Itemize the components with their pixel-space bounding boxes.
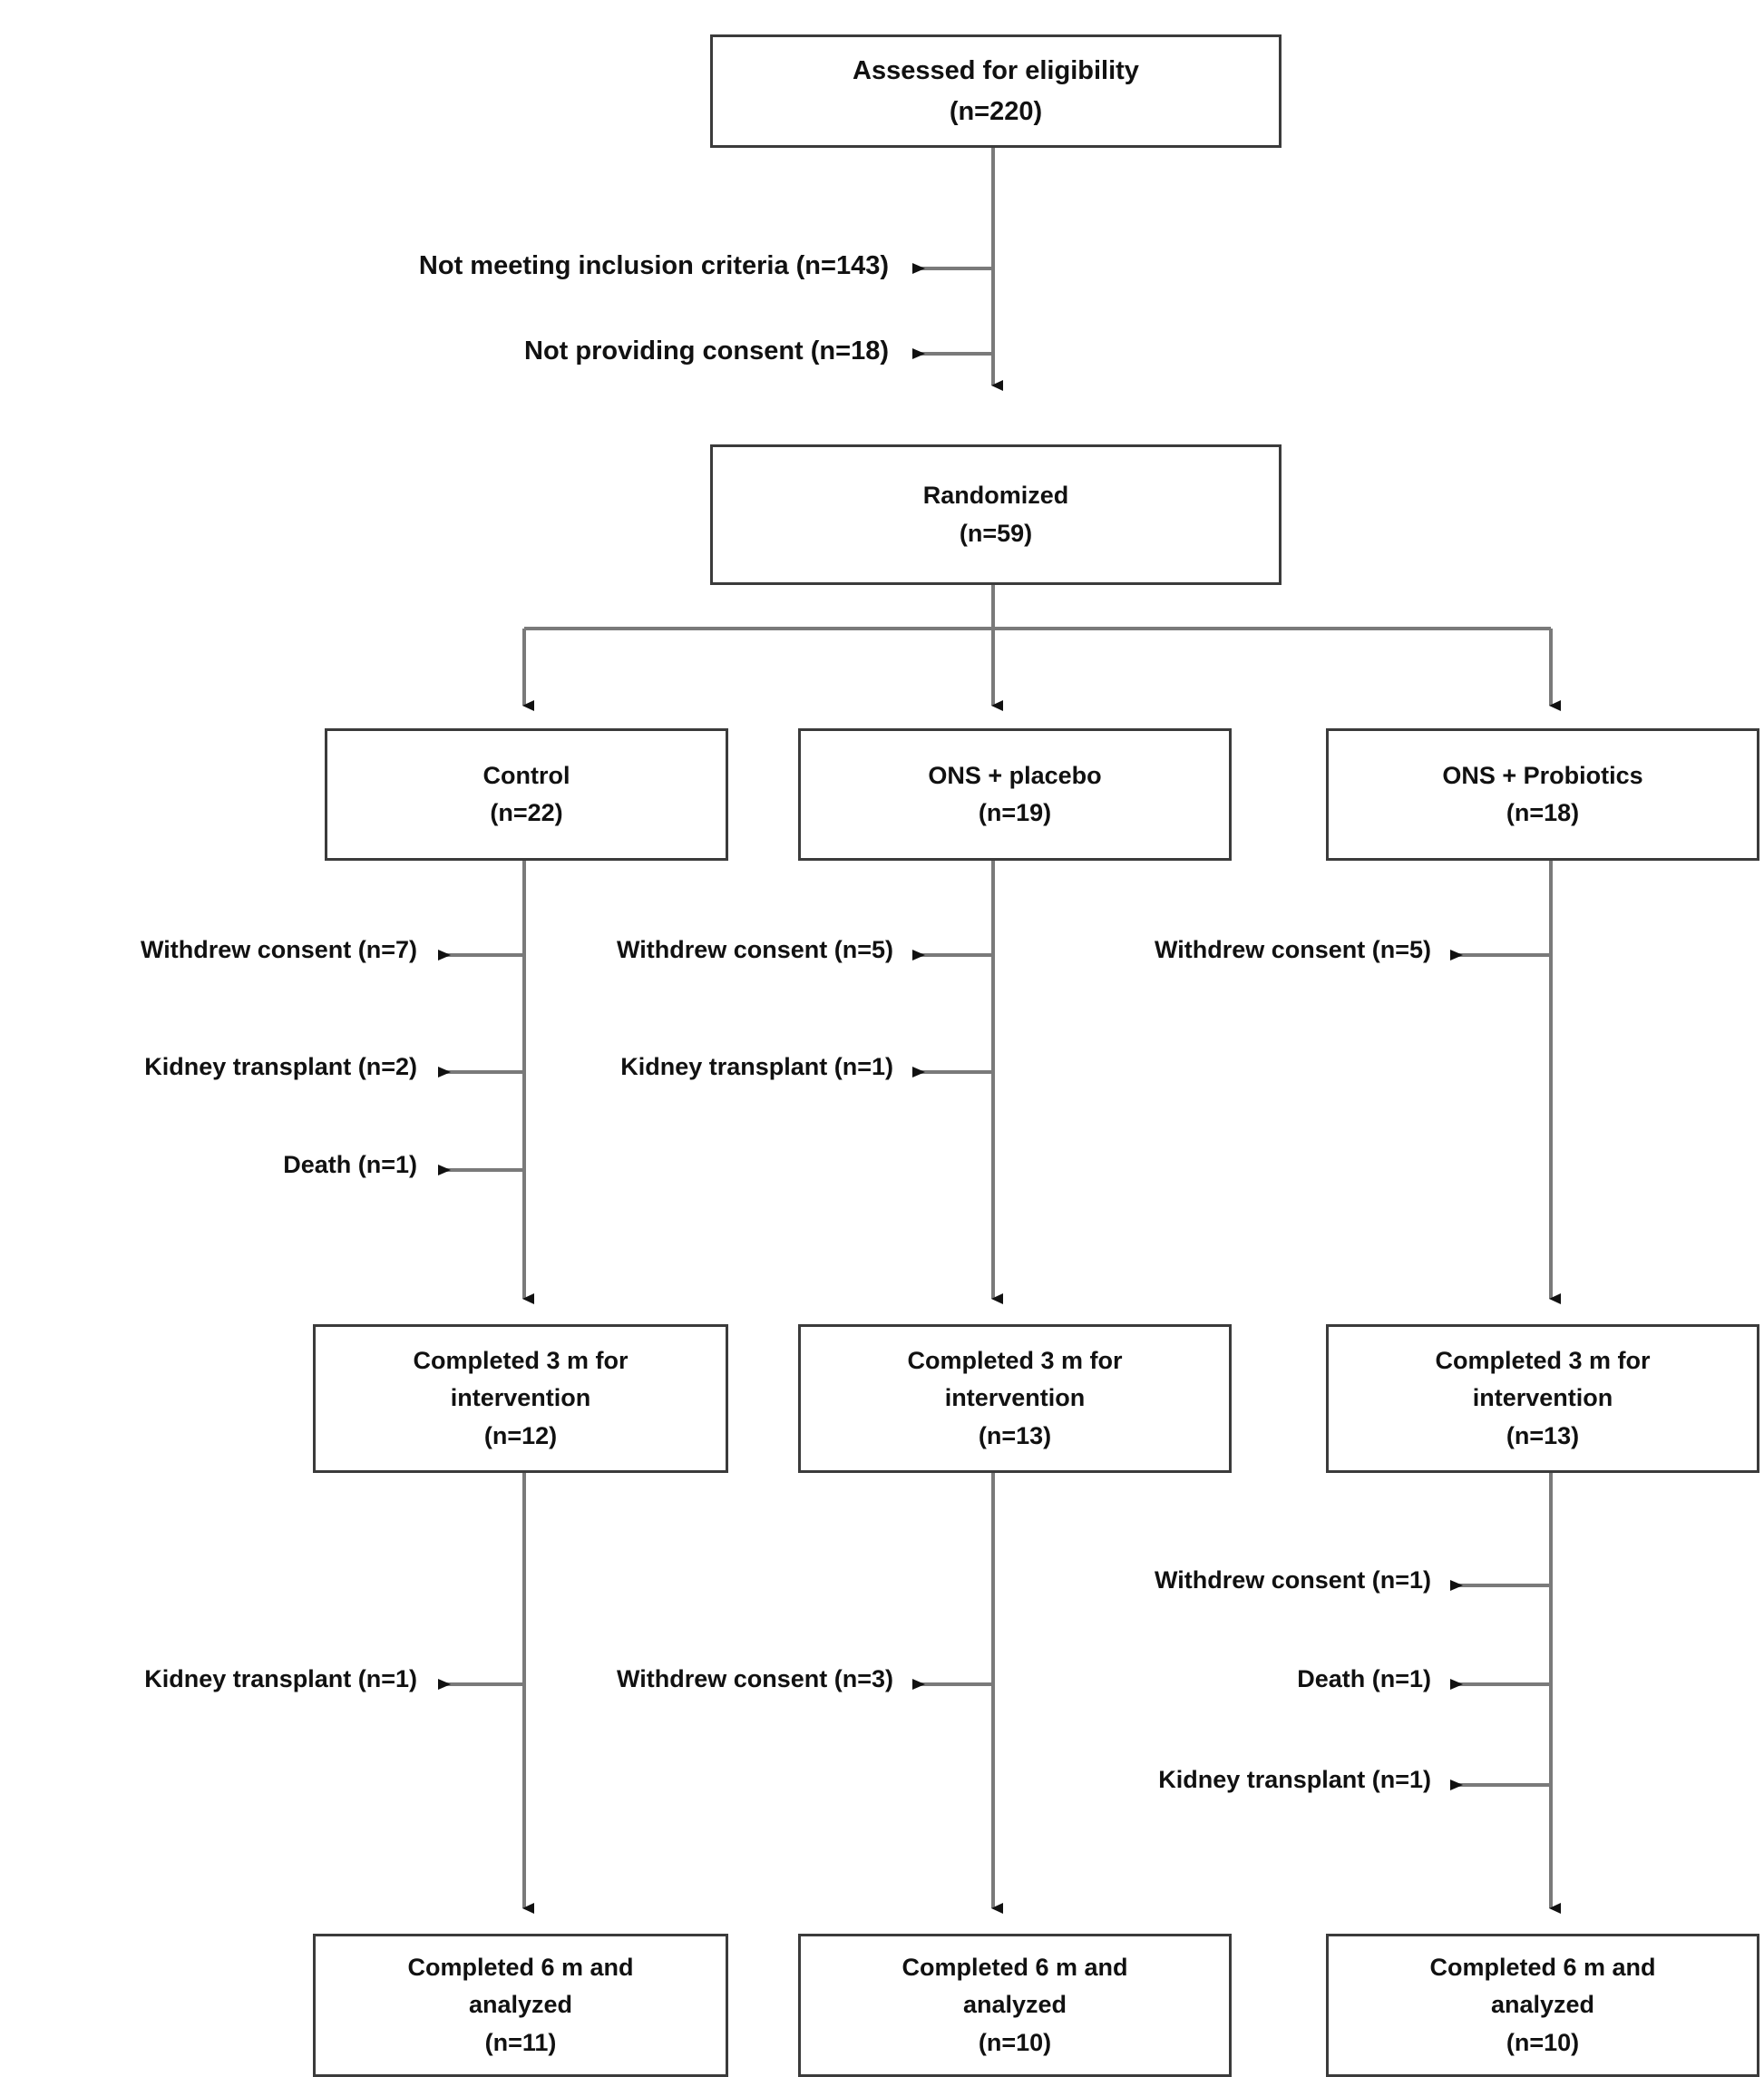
node-c6m-probiotics-line2: analyzed (1490, 1991, 1595, 2019)
node-c6m-control-line2: analyzed (468, 1991, 573, 2019)
node-assessed-line2: (n=220) (949, 96, 1043, 126)
exclusion-not-providing-consent: Not providing consent (n=18) (524, 336, 889, 366)
node-completed-3m-placebo: Completed 3 m for intervention (n=13) (798, 1324, 1232, 1473)
node-c6m-placebo-line2: analyzed (962, 1991, 1067, 2019)
node-arm-placebo-line1: ONS + placebo (928, 761, 1102, 789)
node-arm-probiotics-line1: ONS + Probiotics (1442, 761, 1643, 789)
node-assessed-for-eligibility: Assessed for eligibility (n=220) (710, 34, 1282, 148)
node-arm-ons-probiotics: ONS + Probiotics (n=18) (1326, 728, 1759, 861)
node-randomized-line1: Randomized (922, 482, 1069, 510)
dropout-6m-placebo-withdrew-consent: Withdrew consent (n=3) (616, 1665, 893, 1692)
node-c3m-probiotics-line3: (n=13) (1506, 1421, 1580, 1449)
dropout-3m-placebo-withdrew-consent: Withdrew consent (n=5) (616, 936, 893, 963)
node-arm-probiotics-line2: (n=18) (1506, 799, 1580, 826)
node-randomized: Randomized (n=59) (710, 444, 1282, 585)
dropout-6m-probiotics-kidney-transplant: Kidney transplant (n=1) (1158, 1766, 1431, 1793)
node-randomized-line2: (n=59) (959, 519, 1033, 547)
node-completed-3m-control: Completed 3 m for intervention (n=12) (313, 1324, 728, 1473)
node-c6m-probiotics-line3: (n=10) (1506, 2028, 1580, 2056)
node-completed-3m-probiotics: Completed 3 m for intervention (n=13) (1326, 1324, 1759, 1473)
node-arm-control-line1: Control (482, 761, 570, 789)
dropout-3m-probiotics-withdrew-consent: Withdrew consent (n=5) (1154, 936, 1431, 963)
node-c3m-placebo-line3: (n=13) (978, 1421, 1052, 1449)
dropout-3m-control-withdrew-consent: Withdrew consent (n=7) (140, 936, 417, 963)
node-arm-control: Control (n=22) (325, 728, 728, 861)
node-arm-placebo-line2: (n=19) (978, 799, 1052, 826)
dropout-6m-control-kidney-transplant: Kidney transplant (n=1) (144, 1665, 417, 1692)
node-c6m-placebo-line1: Completed 6 m and (901, 1954, 1128, 1982)
dropout-3m-placebo-kidney-transplant: Kidney transplant (n=1) (620, 1053, 893, 1080)
node-arm-control-line2: (n=22) (490, 799, 563, 826)
node-c3m-probiotics-line2: intervention (1472, 1384, 1613, 1412)
node-c6m-probiotics-line1: Completed 6 m and (1429, 1954, 1656, 1982)
node-c3m-control-line1: Completed 3 m for (413, 1347, 629, 1375)
node-c6m-control-line3: (n=11) (484, 2028, 557, 2056)
node-c3m-control-line2: intervention (450, 1384, 591, 1412)
node-c3m-placebo-line1: Completed 3 m for (907, 1347, 1123, 1375)
node-c3m-control-line3: (n=12) (483, 1421, 558, 1449)
node-c3m-placebo-line2: intervention (944, 1384, 1086, 1412)
node-completed-6m-placebo: Completed 6 m and analyzed (n=10) (798, 1934, 1232, 2077)
node-c3m-probiotics-line1: Completed 3 m for (1435, 1347, 1651, 1375)
node-completed-6m-probiotics: Completed 6 m and analyzed (n=10) (1326, 1934, 1759, 2077)
dropout-3m-control-death: Death (n=1) (283, 1151, 417, 1178)
dropout-6m-probiotics-death: Death (n=1) (1297, 1665, 1431, 1692)
node-completed-6m-control: Completed 6 m and analyzed (n=11) (313, 1934, 728, 2077)
node-c6m-control-line1: Completed 6 m and (407, 1954, 634, 1982)
dropout-3m-control-kidney-transplant: Kidney transplant (n=2) (144, 1053, 417, 1080)
node-c6m-placebo-line3: (n=10) (978, 2028, 1052, 2056)
exclusion-not-meeting-inclusion-criteria: Not meeting inclusion criteria (n=143) (418, 251, 889, 280)
dropout-6m-probiotics-withdrew-consent: Withdrew consent (n=1) (1154, 1566, 1431, 1594)
node-assessed-line1: Assessed for eligibility (853, 56, 1139, 86)
node-arm-ons-placebo: ONS + placebo (n=19) (798, 728, 1232, 861)
